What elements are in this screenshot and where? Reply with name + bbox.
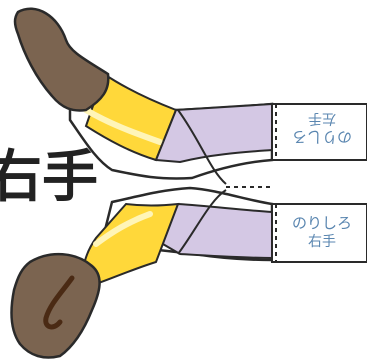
- lower-hand-curl: [43, 275, 75, 330]
- lower-brown-hand: [10, 252, 101, 359]
- center-fold-line: [177, 109, 227, 255]
- lower-yellow-band: [81, 202, 180, 290]
- lower-arm: [10, 186, 274, 359]
- upper-brown-hand: [13, 7, 110, 112]
- lower-tab-glue-label: のりしろ: [292, 214, 352, 232]
- upper-tab-hand-label: 左手: [308, 110, 336, 126]
- right-hand-heading: 右手: [0, 145, 98, 210]
- lower-glue-tab: [271, 203, 367, 263]
- glue-tabs: のりしろ 左手 のりしろ 右手: [271, 103, 367, 263]
- lower-yellow-highlight: [93, 211, 153, 247]
- upper-glue-tab: [271, 103, 367, 161]
- upper-arm: [13, 7, 274, 180]
- upper-tab-glue-label: のりしろ: [292, 128, 352, 146]
- upper-yellow-highlight: [83, 107, 163, 145]
- lower-tab-hand-label: 右手: [308, 234, 336, 250]
